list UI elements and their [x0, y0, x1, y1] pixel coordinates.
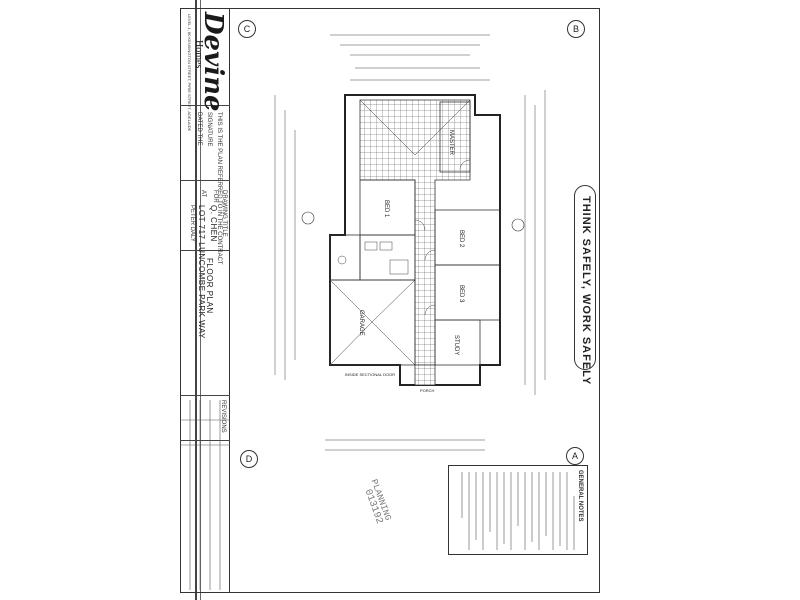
general-notes-box: GENERAL NOTES	[448, 465, 588, 555]
compass-marker-c: C	[238, 20, 256, 38]
left-dimensions	[274, 95, 296, 380]
porch-area	[414, 364, 436, 386]
bed2-label: BED 2	[458, 230, 464, 248]
drawing-title: FLOOR PLAN	[205, 258, 214, 314]
site-suburb: PETER DALY	[189, 205, 195, 242]
company-logo-sub: Homes	[193, 40, 204, 69]
bed3-label: BED 3	[458, 285, 464, 303]
title-block-divider	[180, 395, 230, 396]
title-block-divider	[180, 440, 230, 441]
company-address: LEVEL 1, 80 KENSINGTON STREET, PIRIE STR…	[187, 14, 192, 132]
garage-label: GARAGE	[358, 310, 364, 336]
master-label: MASTER	[448, 130, 454, 156]
garage-door-label: INSIDE SECTIONAL DOOR	[345, 372, 395, 377]
compass-marker-b: B	[567, 20, 585, 38]
study-label: STUDY	[453, 335, 459, 355]
title-block-divider	[180, 250, 230, 251]
for-label: FOR	[212, 190, 218, 203]
bed3-room	[434, 264, 501, 321]
at-label: AT	[200, 190, 206, 198]
door-swings	[414, 159, 471, 316]
garage-room	[329, 279, 416, 366]
study-room	[434, 319, 481, 366]
safety-banner-text: THINK SAFELY, WORK SAFELY	[580, 196, 592, 386]
revisions-table	[180, 400, 230, 590]
title-block-divider	[180, 180, 230, 181]
master-room	[439, 101, 471, 173]
right-dimensions	[524, 90, 546, 395]
safety-banner: THINK SAFELY, WORK SAFELY	[574, 185, 596, 385]
living-hip-lines	[359, 99, 471, 156]
compass-marker-d: D	[240, 450, 258, 468]
fixtures	[337, 241, 409, 275]
garage-hip-lines	[329, 279, 416, 366]
dated-label: DATED THE	[196, 112, 202, 146]
floor-plan-drawing: MASTER BED 1 BED 2 BED 3 STUDY GA	[274, 34, 546, 451]
drawing-title-label: DRAWING TITLE	[221, 190, 227, 237]
binder-line-secondary	[200, 0, 201, 600]
general-notes-heading: GENERAL NOTES	[577, 470, 583, 522]
title-block-divider	[180, 105, 230, 106]
top-dimensions	[330, 34, 490, 81]
client-name: Q. CHEN	[209, 205, 218, 242]
signature-label: SIGNATURE	[206, 112, 212, 147]
binder-line	[195, 0, 197, 600]
section-marker	[301, 211, 315, 225]
bed1-label: BED 1	[383, 200, 389, 218]
drawing-frame	[180, 8, 600, 593]
section-marker	[511, 218, 525, 232]
compass-marker-a: A	[566, 447, 584, 465]
title-block	[180, 8, 230, 593]
site-address: LOT 717 LUNCOMBE PARK WAY	[197, 205, 206, 340]
bed2-room	[434, 209, 501, 266]
general-notes-text-lines	[461, 472, 575, 550]
bottom-dimensions	[325, 439, 485, 451]
porch-label: PORCH	[420, 388, 435, 393]
